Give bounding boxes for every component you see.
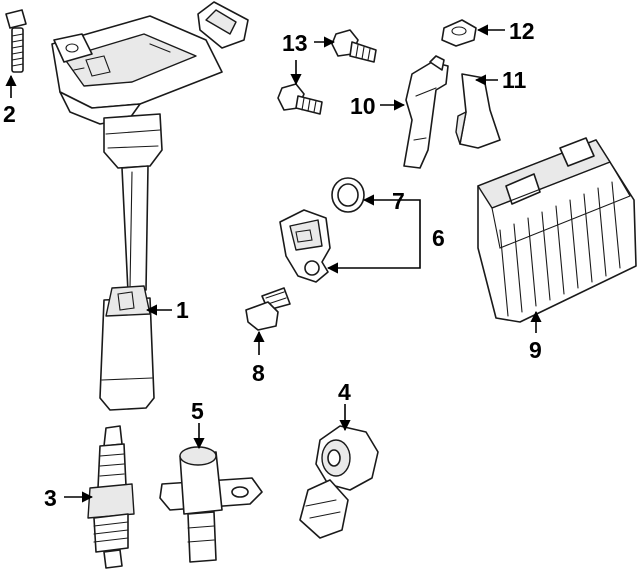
camshaft-sensor-icon[interactable] (279, 209, 331, 283)
callout-4: 4 (338, 379, 351, 405)
nut-icon[interactable] (441, 19, 477, 47)
bolt-icon[interactable] (245, 287, 291, 331)
knock-sensor-icon[interactable] (299, 425, 379, 539)
callout-5: 5 (191, 398, 204, 424)
callout-8: 8 (252, 360, 265, 386)
bolt-icon[interactable] (5, 9, 27, 73)
callout-7: 7 (392, 188, 405, 214)
leader-lines (5, 24, 542, 503)
ignition-coil-icon[interactable] (51, 1, 249, 411)
o-ring-icon[interactable] (331, 177, 365, 213)
callout-3: 3 (44, 485, 57, 511)
callout-1: 1 (176, 297, 189, 323)
callout-13: 13 (282, 30, 308, 56)
callout-6: 6 (432, 225, 445, 251)
engine-control-module-icon[interactable] (477, 137, 637, 323)
cover-icon[interactable] (455, 73, 501, 149)
crankshaft-sensor-icon[interactable] (159, 446, 263, 563)
bracket-icon[interactable] (403, 55, 449, 169)
spark-plug-icon[interactable] (87, 425, 135, 569)
callout-11: 11 (502, 67, 527, 93)
leader-6 (326, 199, 421, 274)
bolt-icon[interactable] (277, 29, 377, 115)
callout-9: 9 (529, 337, 542, 363)
callout-2: 2 (3, 101, 16, 127)
callout-12: 12 (509, 18, 535, 44)
callout-labels: 1 2 3 4 5 6 7 8 9 10 11 12 13 (3, 18, 542, 511)
callout-10: 10 (350, 93, 376, 119)
